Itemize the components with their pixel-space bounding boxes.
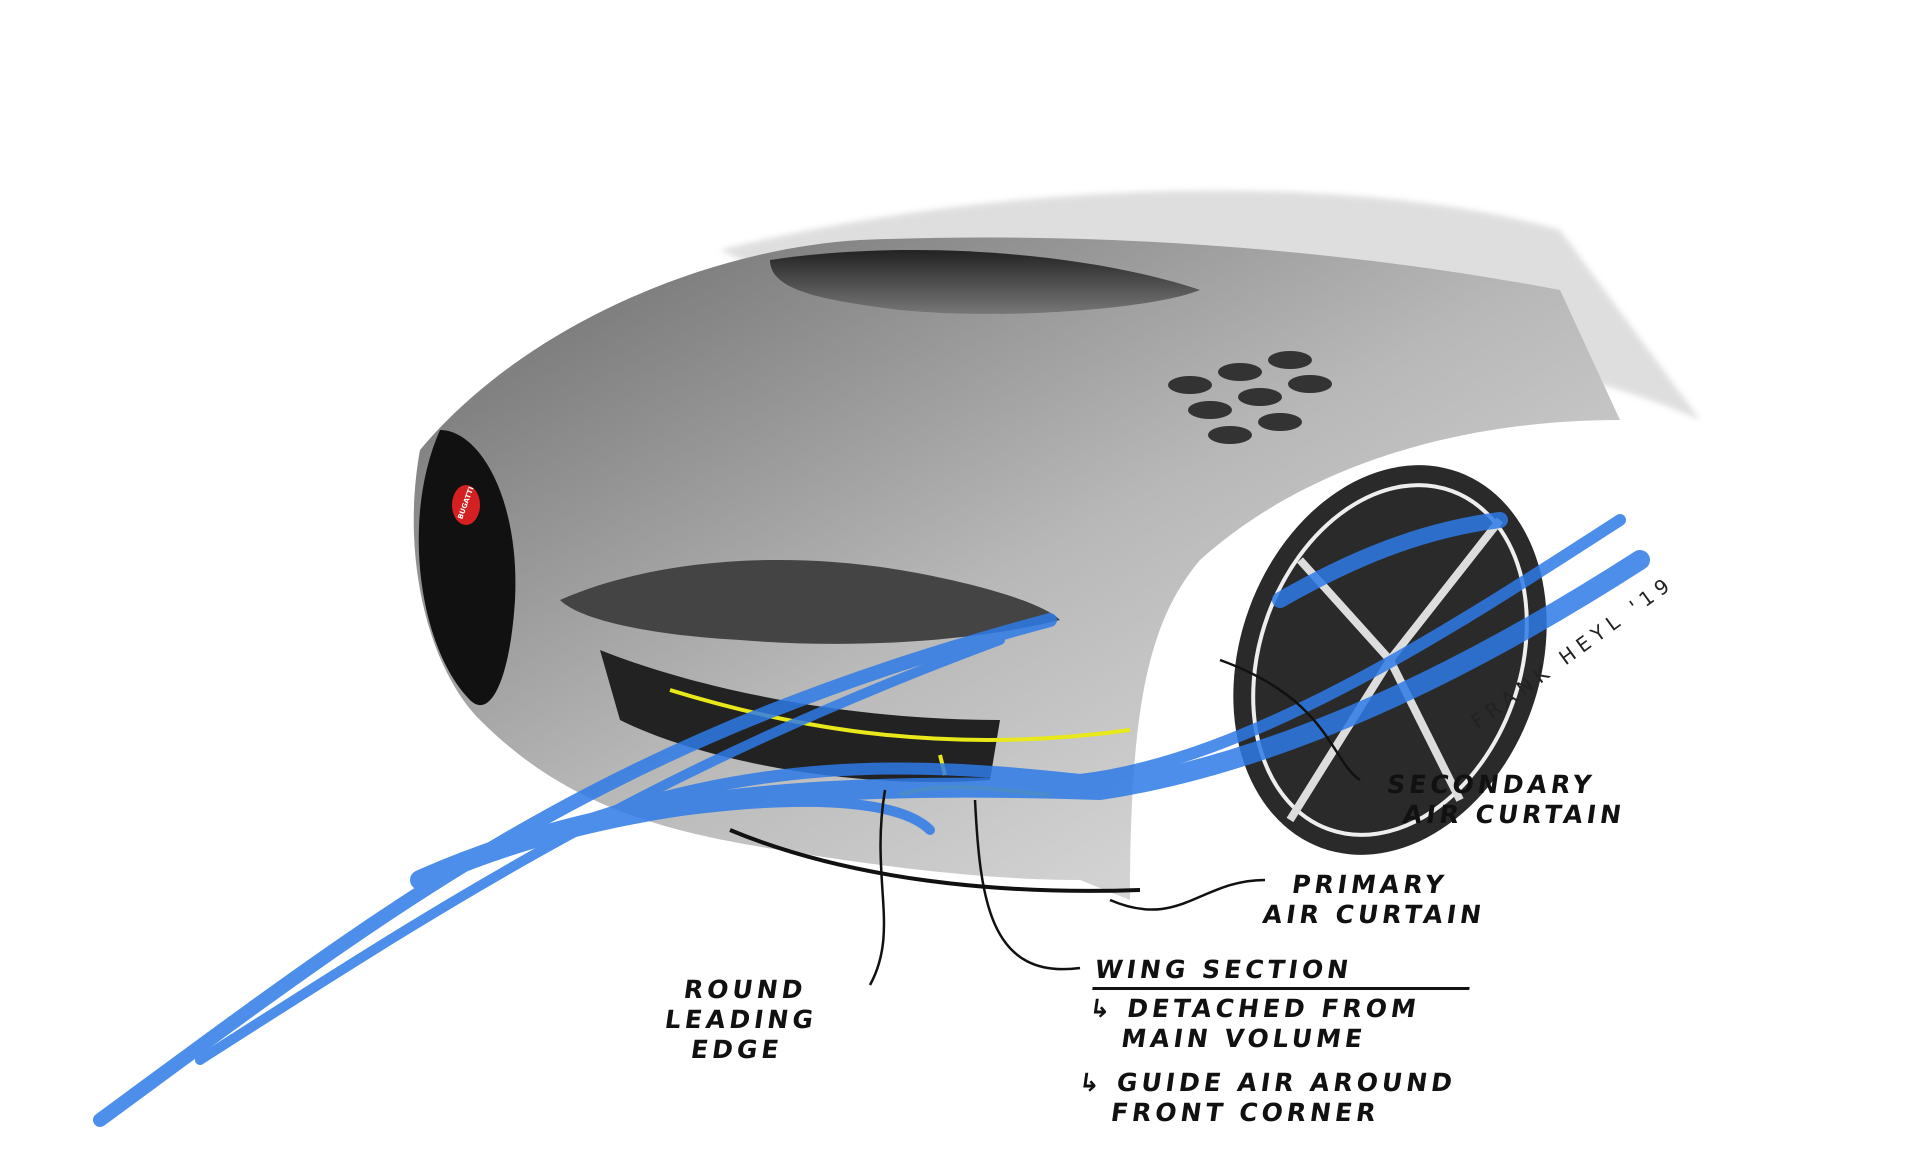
label-line: EDGE (689, 1035, 785, 1064)
note-line: GUIDE AIR AROUND (1114, 1068, 1459, 1097)
note-line: FRONT CORNER (1108, 1098, 1382, 1127)
primary-air-curtain-label: PRIMARY AIR CURTAIN (1261, 870, 1492, 930)
label-line: ROUND (681, 975, 809, 1004)
round-leading-edge-label: ROUND LEADING EDGE (659, 975, 824, 1065)
windshield-base (770, 250, 1200, 314)
headlight (560, 560, 1060, 644)
hood-vents (1168, 351, 1332, 444)
leader-lines (868, 658, 1361, 986)
bugatti-badge (452, 485, 480, 525)
wing-section-title: WING SECTION (1092, 955, 1474, 990)
horseshoe-grille (418, 430, 516, 706)
label-line: LEADING (663, 1005, 819, 1034)
secondary-air-curtain-label: SECONDARY AIR CURTAIN (1381, 770, 1632, 830)
airflow-streaks (93, 512, 1650, 1127)
label-line: AIR CURTAIN (1400, 800, 1628, 829)
label-line: PRIMARY (1290, 870, 1450, 899)
note-line: MAIN VOLUME (1119, 1024, 1369, 1053)
label-line: AIR CURTAIN (1260, 900, 1488, 929)
front-splitter (729, 828, 1141, 893)
label-line: SECONDARY (1385, 770, 1597, 799)
note-line: DETACHED FROM (1125, 994, 1422, 1023)
wing-section-label: WING SECTION ↳ DETACHED FROM MAIN VOLUME… (1073, 955, 1474, 1128)
